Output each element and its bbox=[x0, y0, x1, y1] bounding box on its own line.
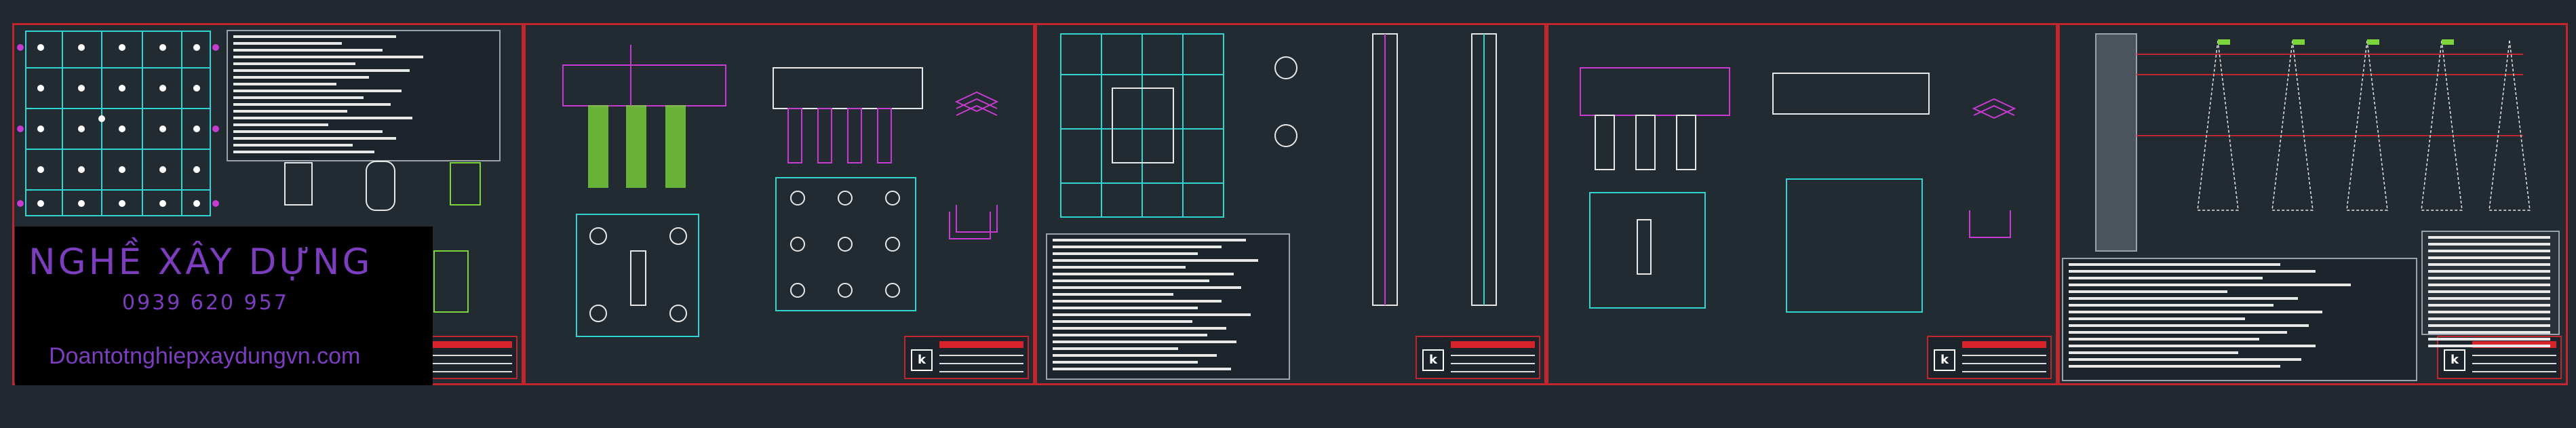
pile-cap-plan-c bbox=[1589, 192, 1706, 309]
title-block: k bbox=[1416, 336, 1540, 379]
small-details-sheet1 bbox=[284, 161, 481, 313]
sheet-2: k bbox=[524, 23, 1035, 385]
rebar-isometric-2 bbox=[1969, 98, 2016, 238]
sheet-4: k bbox=[1546, 23, 2058, 385]
technical-notes-block bbox=[1046, 233, 1290, 380]
brand-title: NGHỀ XÂY DỰNG bbox=[28, 241, 373, 283]
layer-markers bbox=[2218, 39, 2454, 45]
title-block: k bbox=[904, 336, 1029, 379]
pile-cap-section-b bbox=[773, 67, 923, 163]
company-logo-icon: k bbox=[911, 349, 933, 371]
pile-layout-plan bbox=[17, 31, 219, 216]
company-logo-icon: k bbox=[1934, 349, 1955, 371]
title-block: k bbox=[1927, 336, 2052, 379]
pile-cap-section-a bbox=[562, 45, 726, 188]
specification-notes-block bbox=[2062, 258, 2417, 381]
load-distribution-diagrams bbox=[2197, 40, 2531, 211]
pile-elevation-2 bbox=[1471, 33, 1497, 306]
pile-cap-plan-d bbox=[1786, 178, 1923, 313]
soil-layer-lines bbox=[2136, 54, 2523, 136]
pile-cap-section-d bbox=[1772, 73, 1930, 115]
pile-cap-plan-b bbox=[775, 177, 916, 311]
general-notes-block bbox=[227, 30, 501, 161]
schedule-table bbox=[2421, 231, 2560, 347]
company-logo-icon: k bbox=[2444, 349, 2465, 371]
brand-website: Doantotnghiepxaydungvn.com bbox=[49, 343, 361, 369]
brand-phone: 0939 620 957 bbox=[122, 291, 289, 315]
pile-cap-section-c bbox=[1580, 67, 1730, 170]
pile-cap-plan-a bbox=[576, 214, 699, 337]
pile-section-circles bbox=[1274, 56, 1297, 147]
brand-watermark-panel: NGHỀ XÂY DỰNG 0939 620 957 Doantotnghiep… bbox=[15, 227, 433, 385]
soil-borehole-profile bbox=[2095, 33, 2137, 252]
pile-elevation-1 bbox=[1372, 33, 1398, 306]
rebar-isometric bbox=[949, 91, 999, 239]
company-logo-icon: k bbox=[1422, 349, 1444, 371]
column-grid-plan bbox=[1060, 33, 1224, 218]
